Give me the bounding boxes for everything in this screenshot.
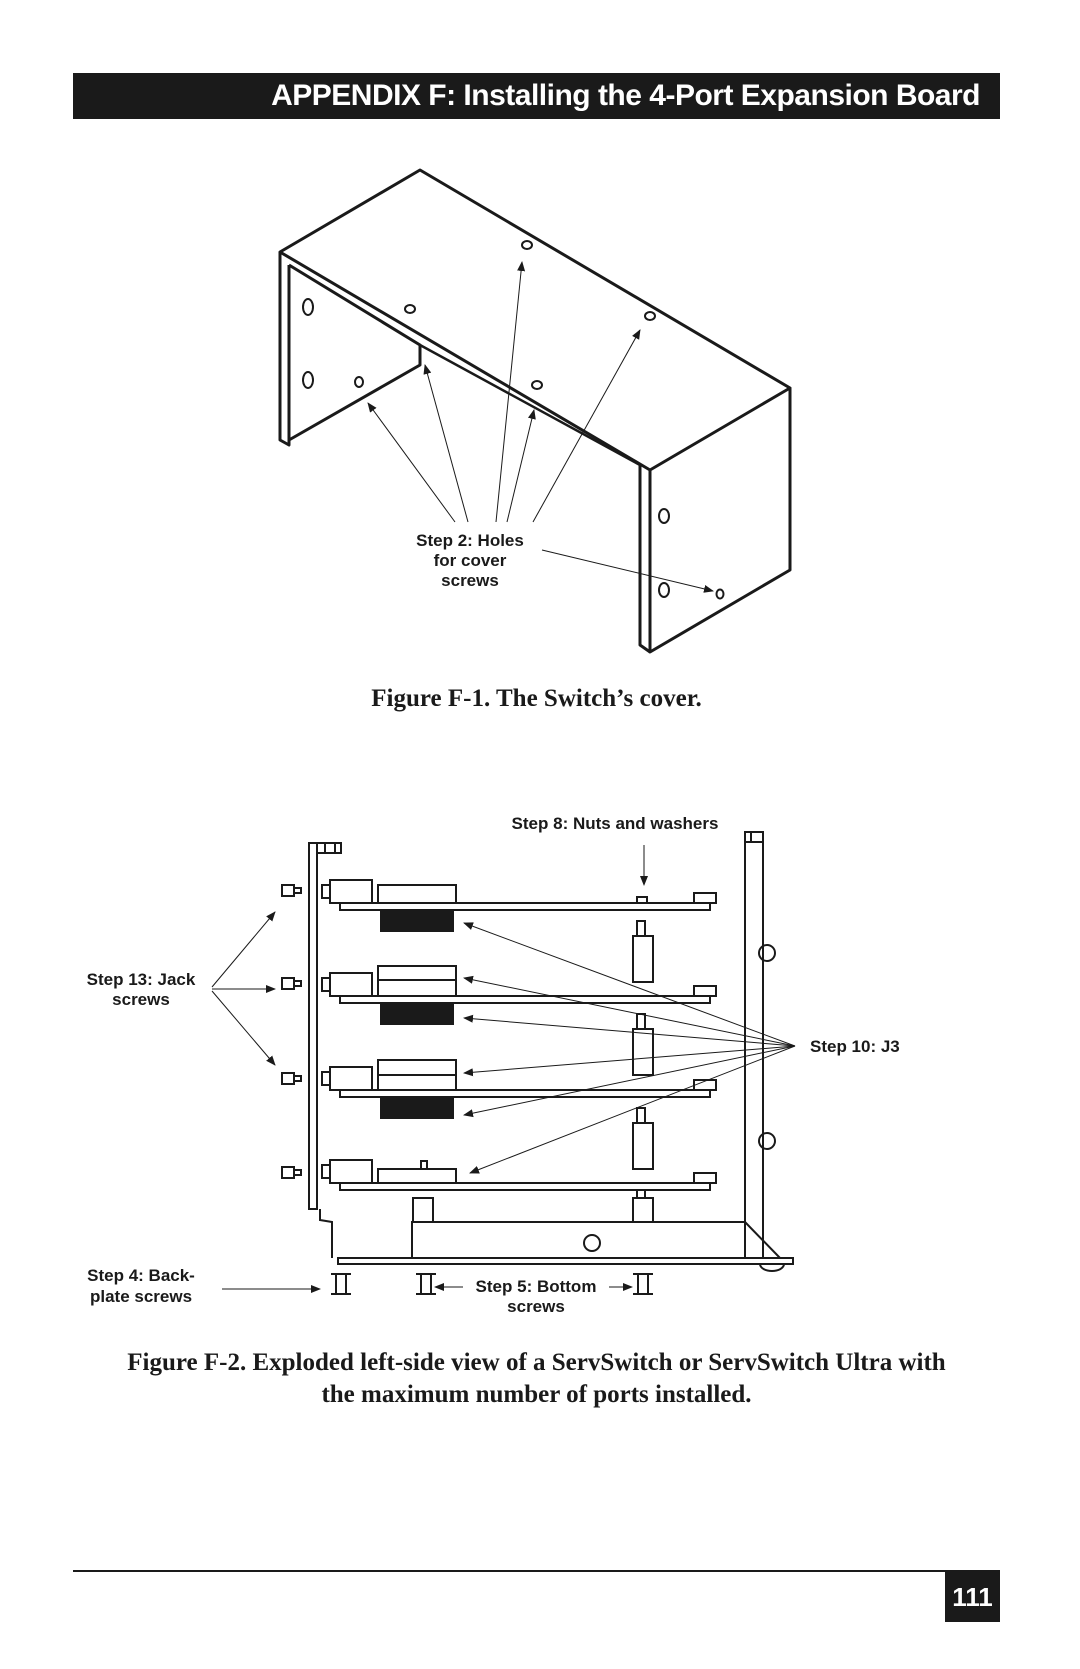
f1-callout-line-2: for cover (434, 551, 507, 570)
f2-callout-bottom-2: screws (507, 1297, 565, 1316)
f1-callout-line-3: screws (441, 571, 499, 590)
f2-callout-j3: Step 10: J3 (810, 1037, 900, 1056)
footer-rule (73, 1570, 1000, 1572)
figure-f1-cover-drawing: Step 2: Holes for cover screws (278, 168, 792, 654)
f2-callout-backplate-1: Step 4: Back- (87, 1266, 195, 1285)
f2-callout-bottom-1: Step 5: Bottom (476, 1277, 597, 1296)
f2-callout-nuts: Step 8: Nuts and washers (512, 814, 719, 833)
f2-callout-jack-1: Step 13: Jack (87, 970, 196, 989)
appendix-header: APPENDIX F: Installing the 4-Port Expans… (73, 73, 1000, 119)
figure-f1-caption: Figure F-1. The Switch’s cover. (371, 685, 702, 712)
f2-callout-backplate-2: plate screws (90, 1287, 192, 1306)
figure-f2-caption-line-1: Figure F-2. Exploded left-side view of a… (127, 1349, 946, 1376)
figure-f2-caption-line-2: the maximum number of ports installed. (321, 1381, 752, 1408)
page-number: 111 (945, 1572, 1000, 1622)
f2-callout-jack-2: screws (112, 990, 170, 1009)
figure-f2-exploded-view: Step 8: Nuts and washers Step 13: Jack s… (87, 814, 900, 1316)
f1-callout-line-1: Step 2: Holes (416, 531, 524, 550)
